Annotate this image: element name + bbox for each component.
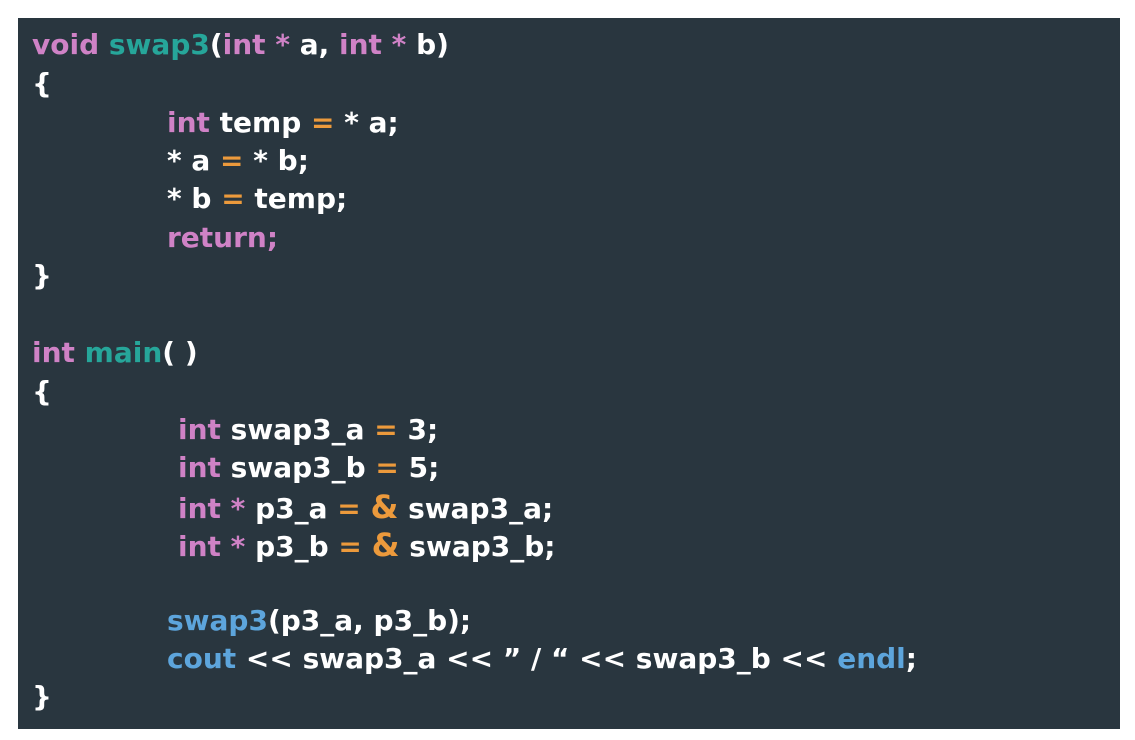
code-token: * a [167,144,221,177]
code-token: ( [209,28,223,61]
code-line-16: } [32,678,52,716]
code-token: 5; [398,451,440,484]
keyword-token: int [178,413,221,446]
code-line-15: cout << swap3_a << ” / “ << swap3_b << e… [167,640,917,678]
code-line-13: int * p3_b = & swap3_b; [178,526,555,566]
keyword-token: int [339,28,382,61]
code-token: } [32,680,52,713]
keyword-token: int [178,530,221,563]
code-token [382,28,392,61]
code-token: swap3_a [220,413,375,446]
code-line-3: int temp = * a; [167,104,399,142]
keyword-token: int [178,451,221,484]
operator-token: = [338,530,362,563]
operator-token: = [375,451,399,484]
code-token: (p3_a, p3_b); [267,604,472,637]
keyword-token: * [230,530,246,563]
keyword-token: int [32,336,75,369]
code-line-12: int * p3_a = & swap3_a; [178,488,553,528]
code-token: swap3_a; [398,492,554,525]
code-line-6: return; [167,219,278,257]
code-token: a, [289,28,339,61]
operator-token: = [220,144,244,177]
operator-token: = [337,492,361,525]
keyword-token: void [32,28,100,61]
library-token: cout [167,642,237,675]
code-token: { [32,67,52,100]
code-line-9: { [32,373,52,411]
code-token: p3_b [245,530,339,563]
code-token: << swap3_a << ” / “ << swap3_b << [236,642,838,675]
library-token: endl [837,642,906,675]
function-token: main [84,336,163,369]
code-line-10: int swap3_a = 3; [178,411,438,449]
code-token: swap3_b; [399,530,556,563]
code-token: * b [167,182,222,215]
address-operator-token: & [371,526,400,564]
code-token [221,530,231,563]
code-line-14: swap3(p3_a, p3_b); [167,602,471,640]
keyword-token: * [275,28,290,61]
code-token: swap3_b [220,451,376,484]
code-token: temp [209,106,312,139]
code-token: 3; [397,413,439,446]
code-line-7: } [32,257,52,295]
code-panel: void swap3(int * a, int * b) { int temp … [18,18,1120,729]
code-token [266,28,276,61]
code-token: { [32,375,52,408]
code-line-2: { [32,65,52,103]
code-token: ( ) [162,336,198,369]
code-token: temp; [244,182,348,215]
operator-token: = [311,106,335,139]
library-token: swap3 [167,604,268,637]
code-line-11: int swap3_b = 5; [178,449,439,487]
code-token [75,336,85,369]
keyword-token: int [178,492,221,525]
code-line-5: * b = temp; [167,180,347,218]
code-token: p3_a [245,492,338,525]
code-token: b) [406,28,449,61]
code-line-8: int main( ) [32,334,198,372]
code-line-1: void swap3(int * a, int * b) [32,26,449,64]
code-token [221,492,231,525]
operator-token: = [374,413,398,446]
code-token: * b; [243,144,309,177]
code-token [361,492,371,525]
code-token [362,530,372,563]
code-token: ; [905,642,917,675]
code-token [99,28,109,61]
operator-token: = [221,182,245,215]
function-token: swap3 [108,28,210,61]
code-token: * a; [334,106,399,139]
keyword-token: int [222,28,266,61]
code-token: } [32,259,52,292]
keyword-token: * [230,492,246,525]
code-line-4: * a = * b; [167,142,309,180]
address-operator-token: & [370,488,399,526]
keyword-token: * [391,28,407,61]
keyword-token: return; [167,221,279,254]
keyword-token: int [167,106,210,139]
